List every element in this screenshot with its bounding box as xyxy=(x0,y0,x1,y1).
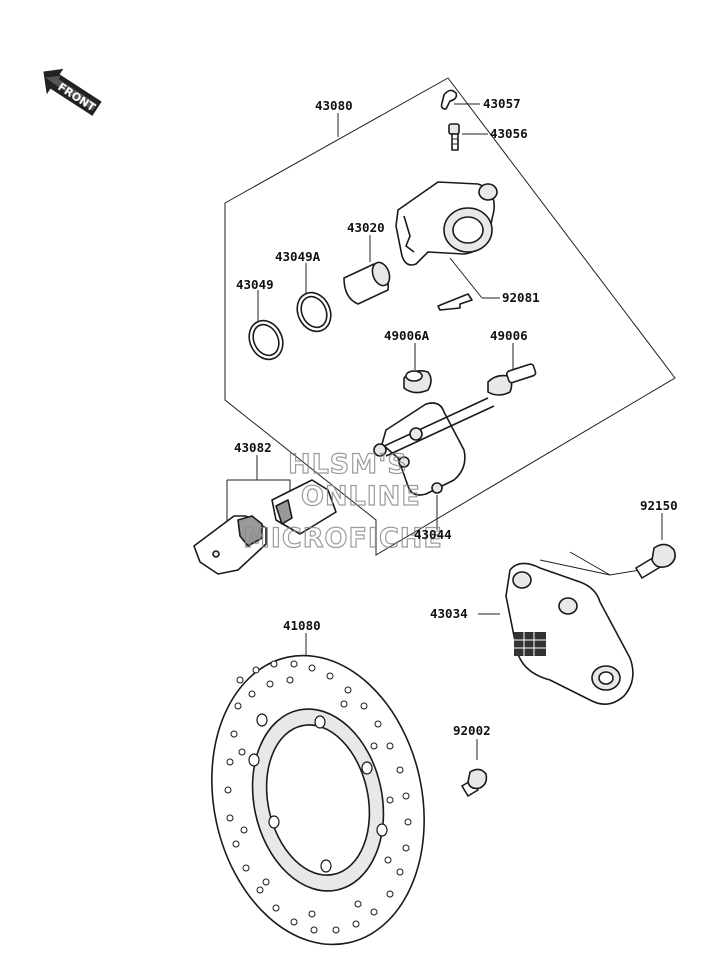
caliper-body xyxy=(395,181,498,266)
caliper-assembly-outline xyxy=(224,77,676,556)
label-49006a: 49006A xyxy=(384,328,430,343)
disc-holes xyxy=(248,713,388,873)
seal-43049a xyxy=(296,291,332,333)
label-43057: 43057 xyxy=(483,96,521,111)
brake-pads-43082 xyxy=(193,479,337,575)
label-43080: 43080 xyxy=(315,98,353,113)
watermark-line-3: MICROFICHE xyxy=(243,523,443,554)
brake-disc-41080 xyxy=(211,654,425,946)
spring-92081 xyxy=(437,293,473,311)
label-92150: 92150 xyxy=(640,498,678,513)
vent-holes xyxy=(224,660,412,934)
bracket-43044 xyxy=(373,397,495,496)
label-43056: 43056 xyxy=(490,126,528,141)
label-43049a: 43049A xyxy=(275,249,321,264)
leader-lines xyxy=(226,103,663,760)
watermark-line-2: ONLINE xyxy=(301,481,421,512)
watermark-line-1: HLSM'S xyxy=(288,449,408,480)
part-labels: 43080 43057 43056 43020 43049A 43049 920… xyxy=(234,96,678,738)
label-41080: 41080 xyxy=(283,618,321,633)
label-92002: 92002 xyxy=(453,723,491,738)
label-43049: 43049 xyxy=(236,277,274,292)
caliper-bracket-43034 xyxy=(505,562,634,705)
label-43082: 43082 xyxy=(234,440,272,455)
piston-43020 xyxy=(343,261,391,305)
bolt-92150 xyxy=(635,543,676,579)
bolt-92002 xyxy=(461,768,488,797)
label-43044: 43044 xyxy=(414,527,452,542)
bleed-valve-43056 xyxy=(448,123,460,151)
watermark: HLSM'S ONLINE MICROFICHE xyxy=(242,448,443,554)
boot-49006a xyxy=(403,370,432,394)
front-arrow-icon: FRONT xyxy=(43,68,102,116)
grid-label-icon xyxy=(514,632,546,656)
label-43020: 43020 xyxy=(347,220,385,235)
label-49006: 49006 xyxy=(490,328,528,343)
seal-43049 xyxy=(248,319,284,361)
pin-49006 xyxy=(487,363,537,396)
clip-43057 xyxy=(440,89,458,110)
label-43034: 43034 xyxy=(430,606,468,621)
label-92081: 92081 xyxy=(502,290,540,305)
